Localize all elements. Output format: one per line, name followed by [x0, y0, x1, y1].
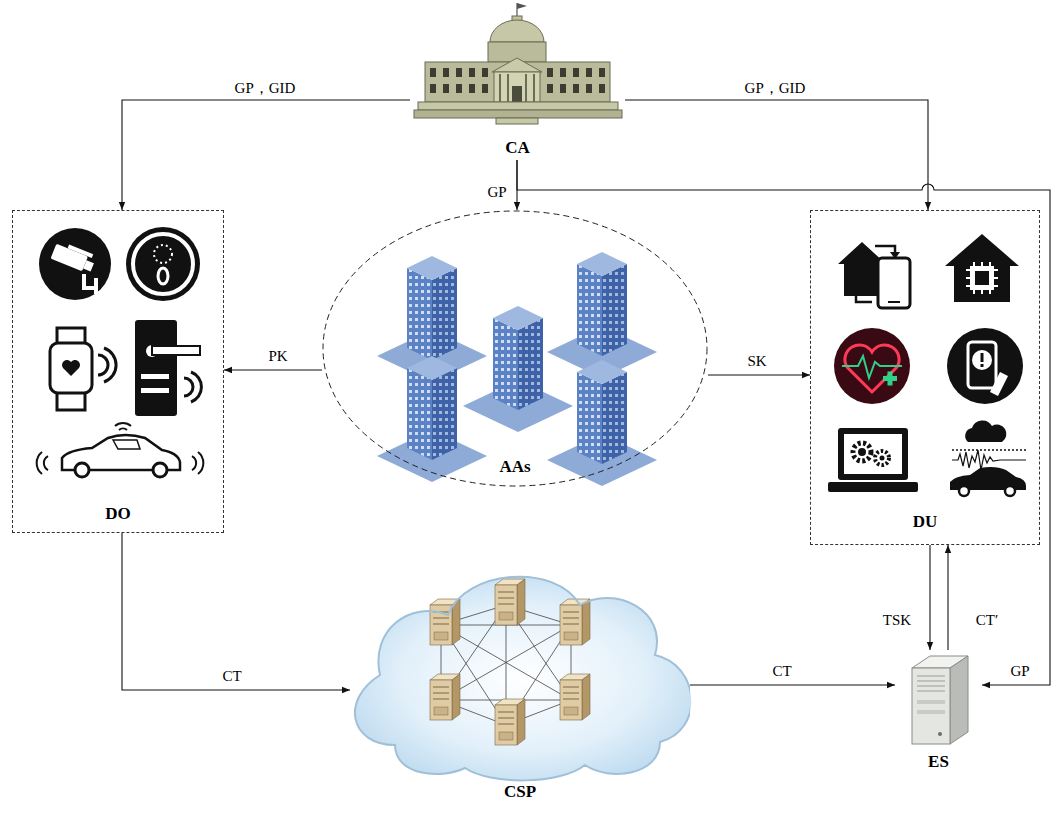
- edge-label: SK: [744, 353, 769, 370]
- edge-label: CT: [769, 663, 794, 680]
- flow-arrow: [690, 684, 895, 685]
- node-title: DO: [105, 504, 131, 524]
- edge-label: CT: [219, 668, 244, 685]
- ellipse-outline: [322, 210, 708, 487]
- edge-label: GP: [484, 184, 509, 201]
- authority-node: CA: [410, 5, 625, 160]
- node-title: DU: [913, 512, 938, 532]
- edge-label: GP: [1007, 663, 1032, 680]
- edge-label: CT′: [973, 612, 1001, 629]
- flow-arrow: [708, 374, 810, 375]
- authority-ellipse: AAs: [322, 210, 708, 487]
- node-title: CSP: [504, 782, 536, 802]
- flow-arrow: [625, 100, 928, 210]
- flow-arrow: [929, 545, 930, 650]
- edge-server: ES: [895, 650, 982, 772]
- cloud-node: CSP: [350, 565, 690, 808]
- edge-label: GP，GID: [742, 80, 809, 97]
- flow-arrow: [517, 160, 1050, 685]
- edge-label: PK: [265, 348, 290, 365]
- owner-group: DO: [12, 210, 224, 533]
- flow-arrow: [947, 545, 948, 650]
- flow-arrow: [224, 369, 322, 370]
- node-title: ES: [928, 752, 949, 772]
- edge-label: TSK: [880, 612, 914, 629]
- flow-arrow: [122, 533, 350, 690]
- edge-label: GP，GID: [232, 80, 299, 97]
- node-title: AAs: [499, 457, 530, 477]
- flow-arrow: [122, 100, 410, 210]
- cloud-outline: [350, 565, 690, 808]
- node-title: CA: [505, 138, 530, 158]
- user-group: DU: [810, 210, 1040, 545]
